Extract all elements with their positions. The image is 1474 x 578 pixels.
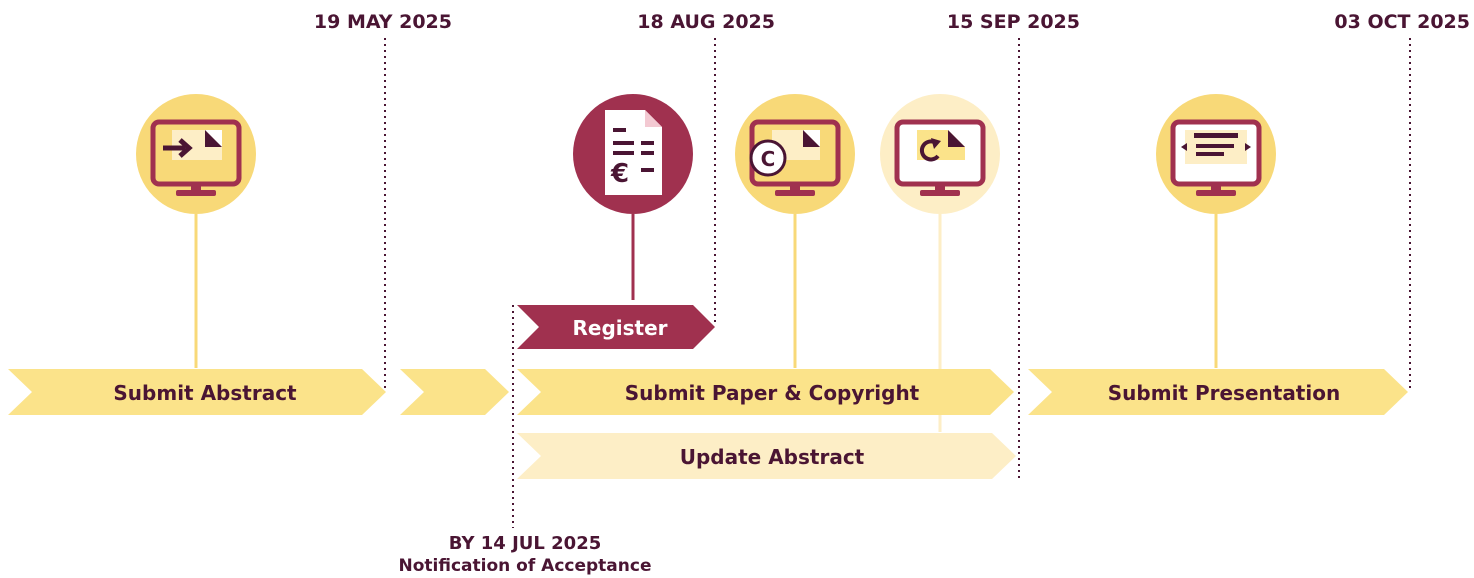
- step-label-submit-presentation: Submit Presentation: [1108, 381, 1340, 405]
- submit-presentation-icon: [1156, 94, 1276, 214]
- date-label-03-oct: 03 OCT 2025: [1334, 11, 1470, 33]
- euro-symbol: €: [610, 159, 629, 189]
- step-label-register: Register: [572, 316, 667, 340]
- date-label-19-may: 19 MAY 2025: [314, 11, 452, 33]
- arrow-register: [517, 305, 715, 349]
- step-label-submit-abstract: Submit Abstract: [113, 381, 297, 405]
- register-invoice-icon: €: [573, 94, 693, 214]
- step-label-submit-paper: Submit Paper & Copyright: [625, 381, 920, 405]
- arrow-submit-presentation: [1028, 369, 1408, 415]
- notification-label: Notification of Acceptance: [399, 556, 652, 576]
- update-abstract-refresh-icon: [880, 94, 1000, 214]
- submit-paper-copyright-icon: C: [735, 94, 855, 214]
- notification-date: BY 14 JUL 2025: [449, 533, 602, 554]
- submit-abstract-icon: [136, 94, 256, 214]
- date-label-15-sep: 15 SEP 2025: [947, 11, 1080, 33]
- arrow-update-abstract: [517, 433, 1016, 479]
- arrow-submit-abstract: [8, 369, 386, 415]
- step-label-update-abstract: Update Abstract: [680, 445, 865, 469]
- date-label-18-aug: 18 AUG 2025: [637, 11, 775, 33]
- arrow-submit-paper: [517, 369, 1014, 415]
- copyright-letter: C: [761, 147, 776, 171]
- arrow-gap-connector: [400, 369, 509, 415]
